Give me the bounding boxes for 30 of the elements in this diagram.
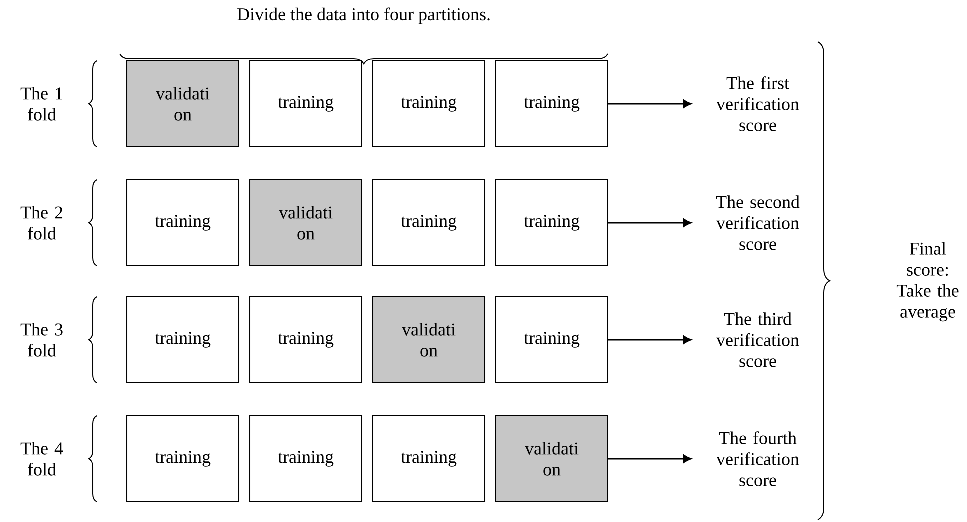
partition-box: training (372, 180, 486, 266)
fold-label: The 1 fold (20, 87, 62, 121)
score-text: The first verification score (716, 76, 800, 132)
partition-box: training (372, 416, 486, 502)
fold-label: The 3 fold (20, 323, 63, 357)
arrow (608, 336, 692, 344)
partition-box: validati on (126, 60, 240, 148)
partition-box: training (250, 296, 362, 384)
fold-label: The 4 fold (20, 442, 64, 476)
final-score-text: Final score: Take the average (896, 242, 959, 322)
partition-box: validati on (496, 416, 608, 502)
partition-box: training (250, 60, 362, 148)
arrow (608, 454, 692, 464)
partition-box: training (250, 416, 362, 502)
partition-box: validati on (372, 296, 486, 384)
arrow (608, 100, 692, 108)
partition-box: training (496, 296, 608, 384)
fold-label: The 2 fold (20, 206, 63, 240)
partition-box: validati on (250, 180, 362, 266)
partition-box: training (126, 296, 240, 384)
score-text: The fourth verification score (716, 432, 800, 486)
partition-box: training (496, 180, 608, 266)
arrow (608, 218, 692, 228)
partition-box: training (126, 416, 240, 502)
partition-box: training (372, 60, 486, 148)
partition-box: training (496, 60, 608, 148)
partition-box: training (126, 180, 240, 266)
score-text: The second verification score (716, 196, 800, 250)
score-text: The third verification score (716, 312, 800, 368)
heading-text: Divide the data into four partitions. (238, 8, 490, 24)
